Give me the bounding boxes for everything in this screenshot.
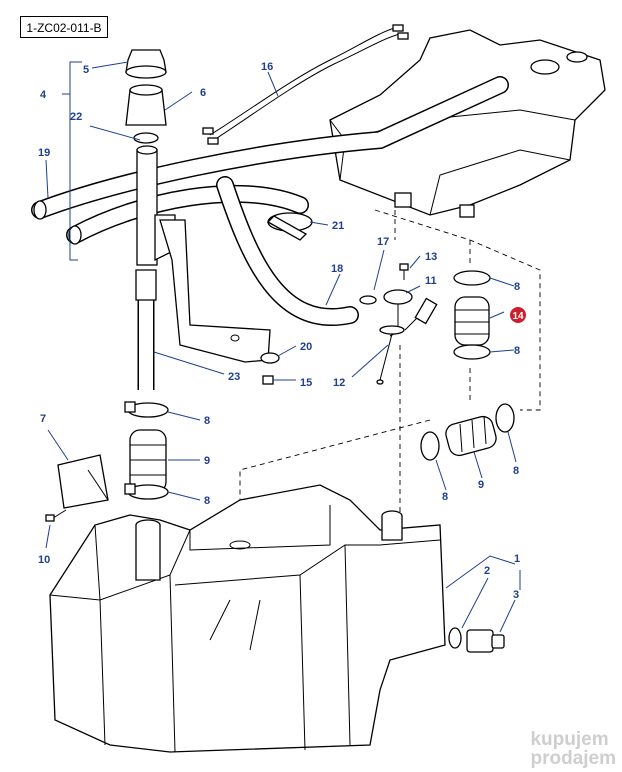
seal-ring-2 — [448, 627, 462, 649]
callout-label: 19 — [38, 147, 50, 159]
clamp-8-right-bottom — [453, 344, 491, 360]
bellows-9-left — [129, 429, 167, 493]
callout-label: 23 — [228, 371, 240, 383]
highlight-badge — [510, 307, 526, 323]
callout-label: 8 — [514, 281, 520, 293]
callout-label: 22 — [70, 111, 82, 123]
hose-23 — [135, 269, 157, 390]
callout-label: 17 — [377, 236, 389, 248]
clamp-21 — [266, 212, 313, 241]
callout-label: 9 — [204, 455, 210, 467]
leader-lines — [45, 61, 521, 633]
callout-label: 3 — [513, 589, 519, 601]
wire-harness-16 — [202, 24, 409, 145]
clamp-8-mid-right — [495, 403, 515, 433]
clamp-8-mid-left — [420, 431, 440, 461]
callouts: 1 2 3 4 5 6 7 8 8 8 8 8 8 8 9 9 10 11 12… — [38, 61, 526, 601]
washer-20 — [260, 352, 280, 364]
hose-18 — [216, 176, 359, 326]
callout-label: 6 — [200, 87, 206, 99]
bellows-9-right — [445, 415, 497, 457]
callout-label: 1 — [514, 553, 520, 565]
callout-label: 8 — [513, 465, 519, 477]
cap-adapter-6 — [125, 84, 167, 126]
callout-label: 9 — [478, 479, 484, 491]
reference-code: 1-ZC02-011-B — [20, 16, 108, 38]
callout-label: 8 — [442, 491, 448, 503]
callout-label: 12 — [333, 377, 345, 389]
callout-label: 15 — [300, 377, 312, 389]
filler-cap-5 — [125, 49, 167, 79]
callout-label: 7 — [40, 413, 46, 425]
callout-label: 4 — [40, 89, 47, 101]
sender-unit — [359, 263, 438, 385]
watermark-line-2: prodajem — [530, 748, 616, 769]
callout-label: 11 — [425, 275, 437, 287]
callout-label: 18 — [331, 263, 343, 275]
callout-label: 8 — [514, 345, 520, 357]
callout-label: 16 — [261, 61, 273, 73]
callout-label: 2 — [484, 565, 490, 577]
callout-label: 10 — [38, 554, 50, 566]
callout-label: 5 — [83, 64, 89, 76]
hose-19 — [31, 76, 509, 245]
callout-label: 8 — [204, 495, 210, 507]
clamp-8-left-bottom — [124, 483, 169, 500]
seal-22 — [133, 132, 159, 144]
callout-label: 8 — [204, 415, 210, 427]
bellows-14 — [454, 296, 490, 346]
clamp-8-left-top — [124, 401, 169, 418]
drain-plug-3 — [466, 629, 505, 653]
strap-7 — [57, 454, 109, 509]
main-tank — [49, 484, 446, 753]
callout-label: 20 — [300, 341, 312, 353]
watermark: kupujem prodajem — [530, 730, 616, 768]
watermark-line-1: kupujem — [530, 729, 609, 750]
callout-label: 13 — [425, 251, 437, 263]
clamp-8-right-top — [453, 270, 491, 286]
callout-label-highlighted: 14 — [512, 311, 524, 322]
callout-label: 21 — [332, 220, 344, 232]
upper-tank — [329, 29, 606, 218]
bolt-10 — [45, 509, 67, 522]
